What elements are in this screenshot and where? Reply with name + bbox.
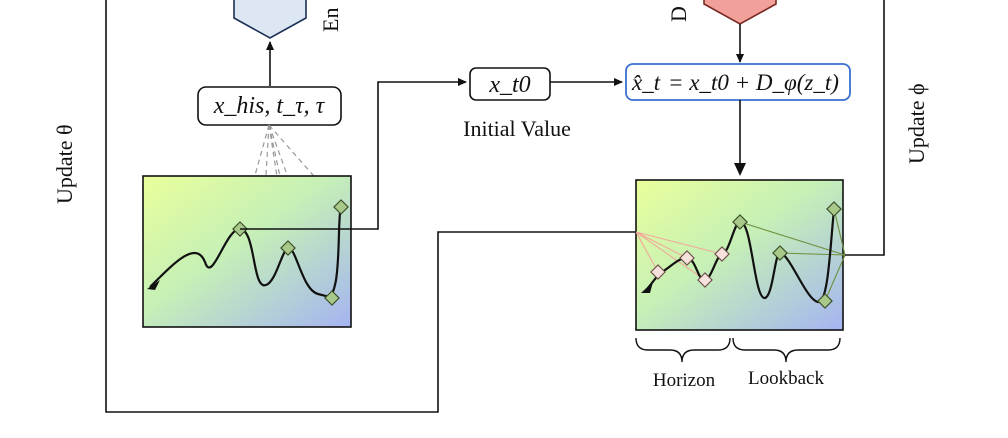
marker [817, 293, 833, 309]
marker [697, 272, 713, 288]
horizon-fan-lines [635, 231, 723, 281]
horizon-markers [650, 246, 730, 288]
history-markers [232, 199, 349, 306]
output-panel [635, 179, 844, 331]
lookback-label: Lookback [748, 368, 824, 389]
initial-value-caption: Initial Value [463, 116, 571, 141]
marker [826, 201, 842, 217]
marker [333, 199, 349, 215]
formula-box [625, 63, 851, 101]
lookback-markers [732, 201, 842, 309]
history-curve-arrowhead [147, 280, 160, 290]
marker [714, 246, 730, 262]
marker [772, 245, 788, 261]
history-curve [149, 206, 343, 298]
marker [679, 250, 695, 266]
history-panel [142, 175, 352, 328]
initial-value-box [469, 67, 551, 101]
lookback-brace [732, 337, 841, 363]
formula-lhs: x̂_t [631, 70, 661, 95]
encoder-label-partial: En [318, 8, 343, 32]
input-box-text: x_his, t_τ, τ [213, 93, 326, 119]
history-to-initial-connector [240, 78, 467, 230]
encoder-hexagon [233, 0, 307, 39]
output-curve-arrowhead [641, 282, 653, 293]
decoder-hexagon [703, 0, 777, 25]
update-theta-label: Update θ [52, 124, 77, 204]
update-phi-label: Update ϕ [904, 83, 929, 164]
update-theta-loop [105, 0, 636, 413]
horizon-label: Horizon [653, 370, 716, 391]
marker [732, 214, 748, 230]
marker [280, 240, 296, 256]
lookback-fan-lines [739, 208, 846, 302]
update-phi-loop [845, 0, 885, 256]
marker [324, 290, 340, 306]
horizon-brace [635, 337, 731, 363]
formula-rhs: = x_t0 + D_φ(z_t) [668, 70, 839, 95]
initial-value-box-text: x_t0 [488, 72, 530, 98]
marker [650, 264, 666, 280]
decoder-label-partial: D [666, 6, 691, 22]
